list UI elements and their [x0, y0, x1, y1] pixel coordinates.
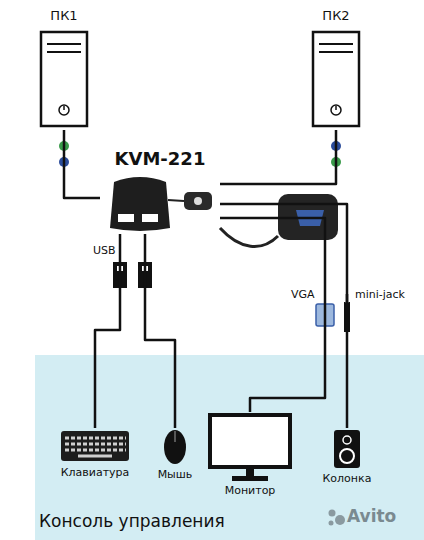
monitor-icon — [200, 412, 300, 484]
cable-connector — [220, 130, 336, 184]
kvm-switch-icon — [100, 172, 220, 234]
connector-label-holder: VGA — [290, 288, 316, 301]
device-label: Клавиатура — [50, 466, 140, 480]
pc-tower-icon — [39, 30, 89, 128]
device-label: ПК1 — [34, 8, 94, 24]
keyboard-icon — [60, 428, 130, 462]
port-label: USB — [92, 244, 117, 257]
pc-tower: ПК2 — [306, 8, 366, 130]
connector-label: VGA — [290, 288, 316, 301]
mouse: Мышь — [150, 428, 200, 484]
monitor: Монитор — [200, 412, 300, 502]
pc-tower-icon — [311, 30, 361, 128]
watermark-holder: Avito — [346, 506, 397, 526]
watermark-dot — [329, 510, 336, 517]
device-label: Мышь — [150, 468, 200, 482]
device-label: Монитор — [200, 484, 300, 498]
keyboard: Клавиатура — [50, 428, 140, 484]
connector-label-holder: mini-jack — [354, 288, 406, 301]
device-label: Колонка — [312, 472, 382, 486]
device-label: ПК2 — [306, 8, 366, 24]
cable-connector — [64, 130, 100, 198]
kvm-cable — [220, 228, 278, 246]
console-band-fill — [35, 355, 424, 540]
speaker: Колонка — [312, 428, 382, 490]
kvm-switch: KVM-221 — [100, 148, 220, 234]
cable-connector — [145, 234, 175, 428]
cable-connector — [95, 234, 120, 428]
port-label-holder: USB — [92, 244, 117, 257]
mouse-icon — [150, 428, 200, 466]
connector-label: mini-jack — [354, 288, 406, 301]
cable-connector — [220, 218, 325, 412]
watermark-dot — [335, 515, 345, 525]
watermark-dot — [329, 521, 334, 526]
cable-connector — [220, 204, 347, 428]
speaker-icon — [312, 428, 382, 470]
watermark: Avito — [346, 506, 397, 526]
band-heading: Консоль управления — [39, 511, 225, 532]
device-label: KVM-221 — [100, 148, 220, 171]
pc-tower: ПК1 — [34, 8, 94, 130]
